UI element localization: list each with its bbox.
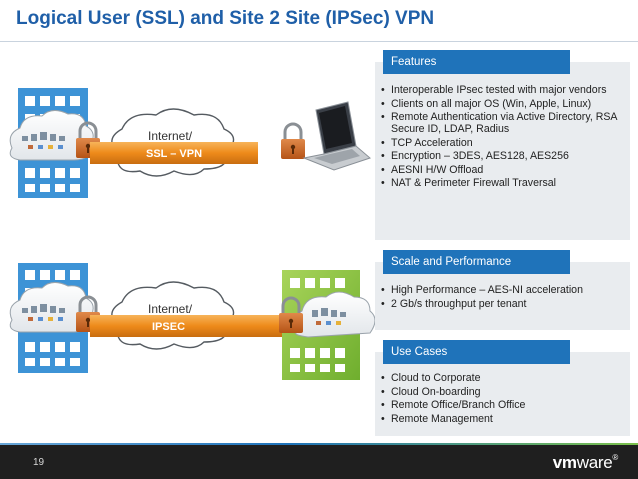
- list-item: •Remote Management: [381, 412, 493, 425]
- usecases-list: •Cloud to Corporate •Cloud On-boarding •…: [375, 352, 630, 425]
- ipsec-band: IPSEC: [90, 315, 290, 337]
- usecases-panel-body: •Cloud to Corporate •Cloud On-boarding •…: [375, 352, 630, 436]
- list-item: •Cloud to Corporate: [381, 372, 481, 384]
- features-header: Features: [383, 50, 570, 74]
- list-item: •High Performance – AES-NI acceleration: [381, 284, 583, 296]
- list-item: •Clients on all major OS (Win, Apple, Li…: [381, 97, 592, 110]
- vmware-logo: vmware®: [552, 453, 619, 472]
- padlock-icon: [281, 122, 305, 159]
- page-number: 19: [33, 457, 45, 468]
- scale-list: •High Performance – AES-NI acceleration …: [375, 262, 630, 310]
- ssl-vpn-band: SSL – VPN: [90, 142, 258, 164]
- list-item: •NAT & Perimeter Firewall Traversal: [381, 177, 557, 189]
- cloud-icon: [9, 282, 94, 333]
- ssl-cloud-label: Internet/: [148, 129, 193, 143]
- usecases-panel: •Cloud to Corporate •Cloud On-boarding •…: [375, 340, 630, 436]
- title-divider: [0, 41, 638, 42]
- padlock-icon: [279, 296, 303, 333]
- footer-stripe: [0, 443, 638, 446]
- ipsec-cloud-label: Internet/: [148, 302, 193, 316]
- slide-title: Logical User (SSL) and Site 2 Site (IPSe…: [16, 8, 435, 29]
- list-item: •TCP Acceleration: [381, 136, 473, 149]
- footer: 19 vmware®: [0, 445, 638, 479]
- list-item: •Remote Authentication via Active Direct…: [381, 111, 617, 135]
- vpn-diagram: Internet/ SSL – VPN: [9, 88, 375, 380]
- list-item: •Encryption – 3DES, AES128, AES256: [381, 150, 569, 162]
- usecases-header: Use Cases: [383, 340, 570, 364]
- ssl-band-label: SSL – VPN: [146, 148, 202, 160]
- list-item: •Remote Office/Branch Office: [381, 399, 526, 411]
- list-item: •AESNI H/W Offload: [381, 163, 484, 176]
- ipsec-band-label: IPSEC: [152, 321, 185, 333]
- list-item: •Interoperable IPsec tested with major v…: [381, 84, 607, 96]
- laptop-icon: [302, 101, 371, 171]
- features-panel: •Interoperable IPsec tested with major v…: [375, 50, 630, 240]
- list-item: •2 Gb/s throughput per tenant: [381, 297, 527, 310]
- list-item: •Cloud On-boarding: [381, 385, 481, 398]
- cloud-icon: [9, 110, 94, 161]
- scale-panel: •High Performance – AES-NI acceleration …: [375, 250, 630, 330]
- features-list: •Interoperable IPsec tested with major v…: [375, 62, 630, 189]
- server-icon: [312, 308, 346, 325]
- features-panel-body: •Interoperable IPsec tested with major v…: [375, 62, 630, 240]
- cloud-icon: [291, 291, 375, 338]
- scale-header: Scale and Performance: [383, 250, 570, 274]
